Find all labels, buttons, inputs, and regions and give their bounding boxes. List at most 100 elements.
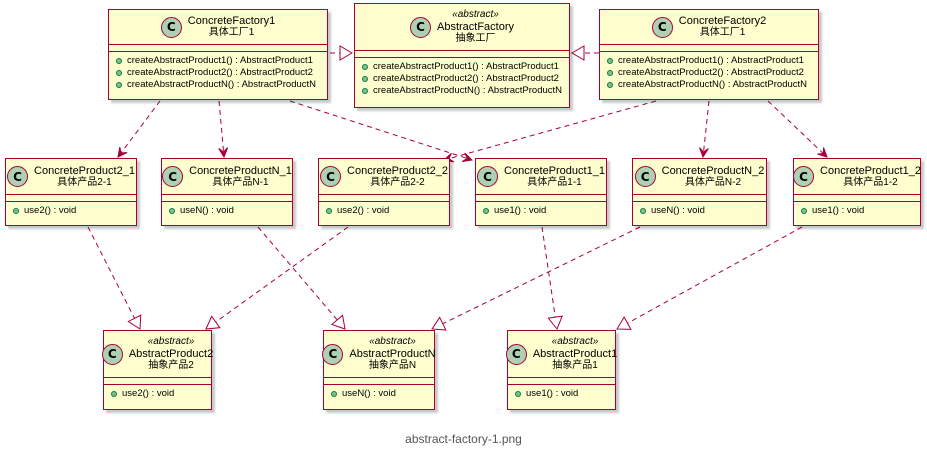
public-method-icon	[362, 76, 368, 82]
methods-compartment: use2() : void	[104, 385, 211, 402]
public-method-icon	[13, 208, 19, 214]
inheritance-arrowhead	[616, 316, 632, 330]
method: createAbstractProductN() : AbstractProdu…	[116, 79, 327, 91]
public-method-icon	[116, 70, 122, 76]
edge-cpN-1-extends-apN	[257, 226, 338, 321]
class-name: AbstractProduct2	[128, 348, 214, 360]
methods-compartment: use1() : void	[508, 385, 615, 402]
class-concrete-factory-2[interactable]: C ConcreteFactory2 具体工厂1 createAbstractP…	[599, 9, 819, 100]
class-icon: C	[322, 343, 344, 365]
dependency-arrowhead	[699, 147, 709, 159]
stereotype-label: «abstract»	[551, 336, 599, 347]
class-icon: C	[477, 166, 499, 187]
public-method-icon	[640, 208, 646, 214]
edge-cp2-1-extends-ap2	[87, 226, 135, 319]
class-concrete-product-1-2[interactable]: C ConcreteProduct1_2 具体产品1-2 use1() : vo…	[793, 158, 921, 226]
methods-compartment: useN() : void	[633, 202, 766, 219]
class-name: ConcreteProduct1_1	[504, 164, 605, 177]
class-icon: C	[101, 343, 123, 365]
class-concrete-factory-1[interactable]: C ConcreteFactory1 具体工厂1 createAbstractP…	[108, 9, 328, 100]
class-icon: C	[7, 166, 29, 187]
class-abstract-product-n[interactable]: C «abstract» AbstractProductN 抽象产品N useN…	[322, 330, 436, 410]
methods-compartment: use1() : void	[476, 202, 606, 219]
methods-compartment: use2() : void	[6, 202, 136, 219]
fields-compartment	[508, 378, 615, 385]
dependency-arrowhead	[461, 152, 474, 162]
class-subtitle: 具体工厂1	[208, 27, 255, 38]
class-name: ConcreteFactory2	[678, 15, 767, 27]
class-icon: C	[409, 16, 431, 38]
fields-compartment	[324, 378, 434, 385]
class-abstract-product-1[interactable]: C «abstract» AbstractProduct1 抽象产品1 use1…	[505, 330, 617, 410]
class-icon: C	[162, 166, 184, 187]
public-method-icon	[607, 82, 613, 88]
class-name: ConcreteProduct2_2	[347, 164, 448, 177]
class-concrete-product-2-2[interactable]: C ConcreteProduct2_2 具体产品2-2 use2() : vo…	[318, 158, 450, 226]
method: createAbstractProduct1() : AbstractProdu…	[362, 61, 569, 73]
method: useN() : void	[640, 205, 766, 217]
class-name: ConcreteProductN_2	[661, 164, 765, 177]
inheritance-arrowhead	[571, 45, 585, 61]
class-abstract-product-2[interactable]: C «abstract» AbstractProduct2 抽象产品2 use2…	[101, 330, 214, 410]
public-method-icon	[607, 58, 613, 64]
class-subtitle: 具体产品1-1	[527, 176, 582, 188]
class-subtitle: 抽象产品N	[368, 360, 417, 371]
public-method-icon	[326, 208, 332, 214]
fields-compartment	[600, 45, 818, 52]
class-subtitle: 具体产品1-2	[843, 176, 898, 188]
public-method-icon	[169, 208, 175, 214]
method: use1() : void	[515, 388, 615, 400]
class-icon: C	[505, 343, 527, 365]
method: createAbstractProductN() : AbstractProdu…	[607, 79, 818, 91]
edge-cf2-depends-cpN-2	[702, 100, 710, 154]
class-name: ConcreteProductN_1	[189, 164, 292, 177]
class-concrete-product-1-1[interactable]: C ConcreteProduct1_1 具体产品1-1 use1() : vo…	[475, 158, 607, 226]
dependency-arrowhead	[817, 147, 828, 158]
methods-compartment: useN() : void	[162, 202, 292, 219]
public-method-icon	[362, 88, 368, 94]
dependency-arrowhead	[117, 147, 128, 158]
method: use2() : void	[326, 205, 449, 217]
class-subtitle: 具体工厂1	[699, 27, 746, 38]
class-subtitle: 具体产品N-1	[212, 176, 269, 188]
method: createAbstractProduct2() : AbstractProdu…	[607, 67, 818, 79]
fields-compartment	[355, 51, 569, 58]
methods-compartment: createAbstractProduct1() : AbstractProdu…	[600, 52, 818, 93]
fields-compartment	[794, 195, 920, 202]
class-icon: C	[793, 166, 815, 187]
public-method-icon	[111, 391, 117, 397]
class-subtitle: 具体产品2-2	[370, 176, 425, 188]
class-subtitle: 抽象产品1	[552, 360, 598, 371]
edge-cf1-depends-cp1-1	[289, 100, 469, 160]
fields-compartment	[476, 195, 606, 202]
stereotype-label: «abstract»	[369, 336, 416, 347]
class-icon: C	[651, 16, 673, 38]
class-icon: C	[634, 166, 656, 187]
inheritance-arrowhead	[330, 314, 346, 330]
methods-compartment: use2() : void	[319, 202, 449, 219]
method: use1() : void	[801, 205, 920, 217]
class-abstract-factory[interactable]: C «abstract» AbstractFactory 抽象工厂 create…	[354, 3, 570, 108]
inheritance-arrowhead	[127, 314, 142, 330]
edge-cp1-2-extends-ap1	[627, 226, 803, 324]
class-subtitle: 抽象工厂	[455, 33, 496, 44]
public-method-icon	[116, 58, 122, 64]
class-icon: C	[160, 16, 182, 38]
method: createAbstractProductN() : AbstractProdu…	[362, 85, 569, 97]
stereotype-label: «abstract»	[147, 336, 195, 347]
image-caption: abstract-factory-1.png	[405, 432, 522, 446]
method: use1() : void	[483, 205, 606, 217]
class-concrete-product-n-2[interactable]: C ConcreteProductN_2 具体产品N-2 useN() : vo…	[632, 158, 767, 226]
method: createAbstractProduct1() : AbstractProdu…	[116, 55, 327, 67]
stereotype-label: «abstract»	[452, 9, 499, 20]
class-concrete-product-2-1[interactable]: C ConcreteProduct2_1 具体产品2-1 use2() : vo…	[5, 158, 137, 226]
edge-cpN-2-extends-apN	[442, 226, 641, 325]
class-subtitle: 具体产品2-1	[57, 176, 112, 188]
method: createAbstractProduct1() : AbstractProdu…	[607, 55, 818, 67]
method: createAbstractProduct2() : AbstractProdu…	[362, 73, 569, 85]
inheritance-arrowhead	[339, 45, 353, 61]
edge-cf2-depends-cp1-2	[767, 100, 825, 155]
class-concrete-product-n-1[interactable]: C ConcreteProductN_1 具体产品N-1 useN() : vo…	[161, 158, 293, 226]
public-method-icon	[362, 64, 368, 70]
